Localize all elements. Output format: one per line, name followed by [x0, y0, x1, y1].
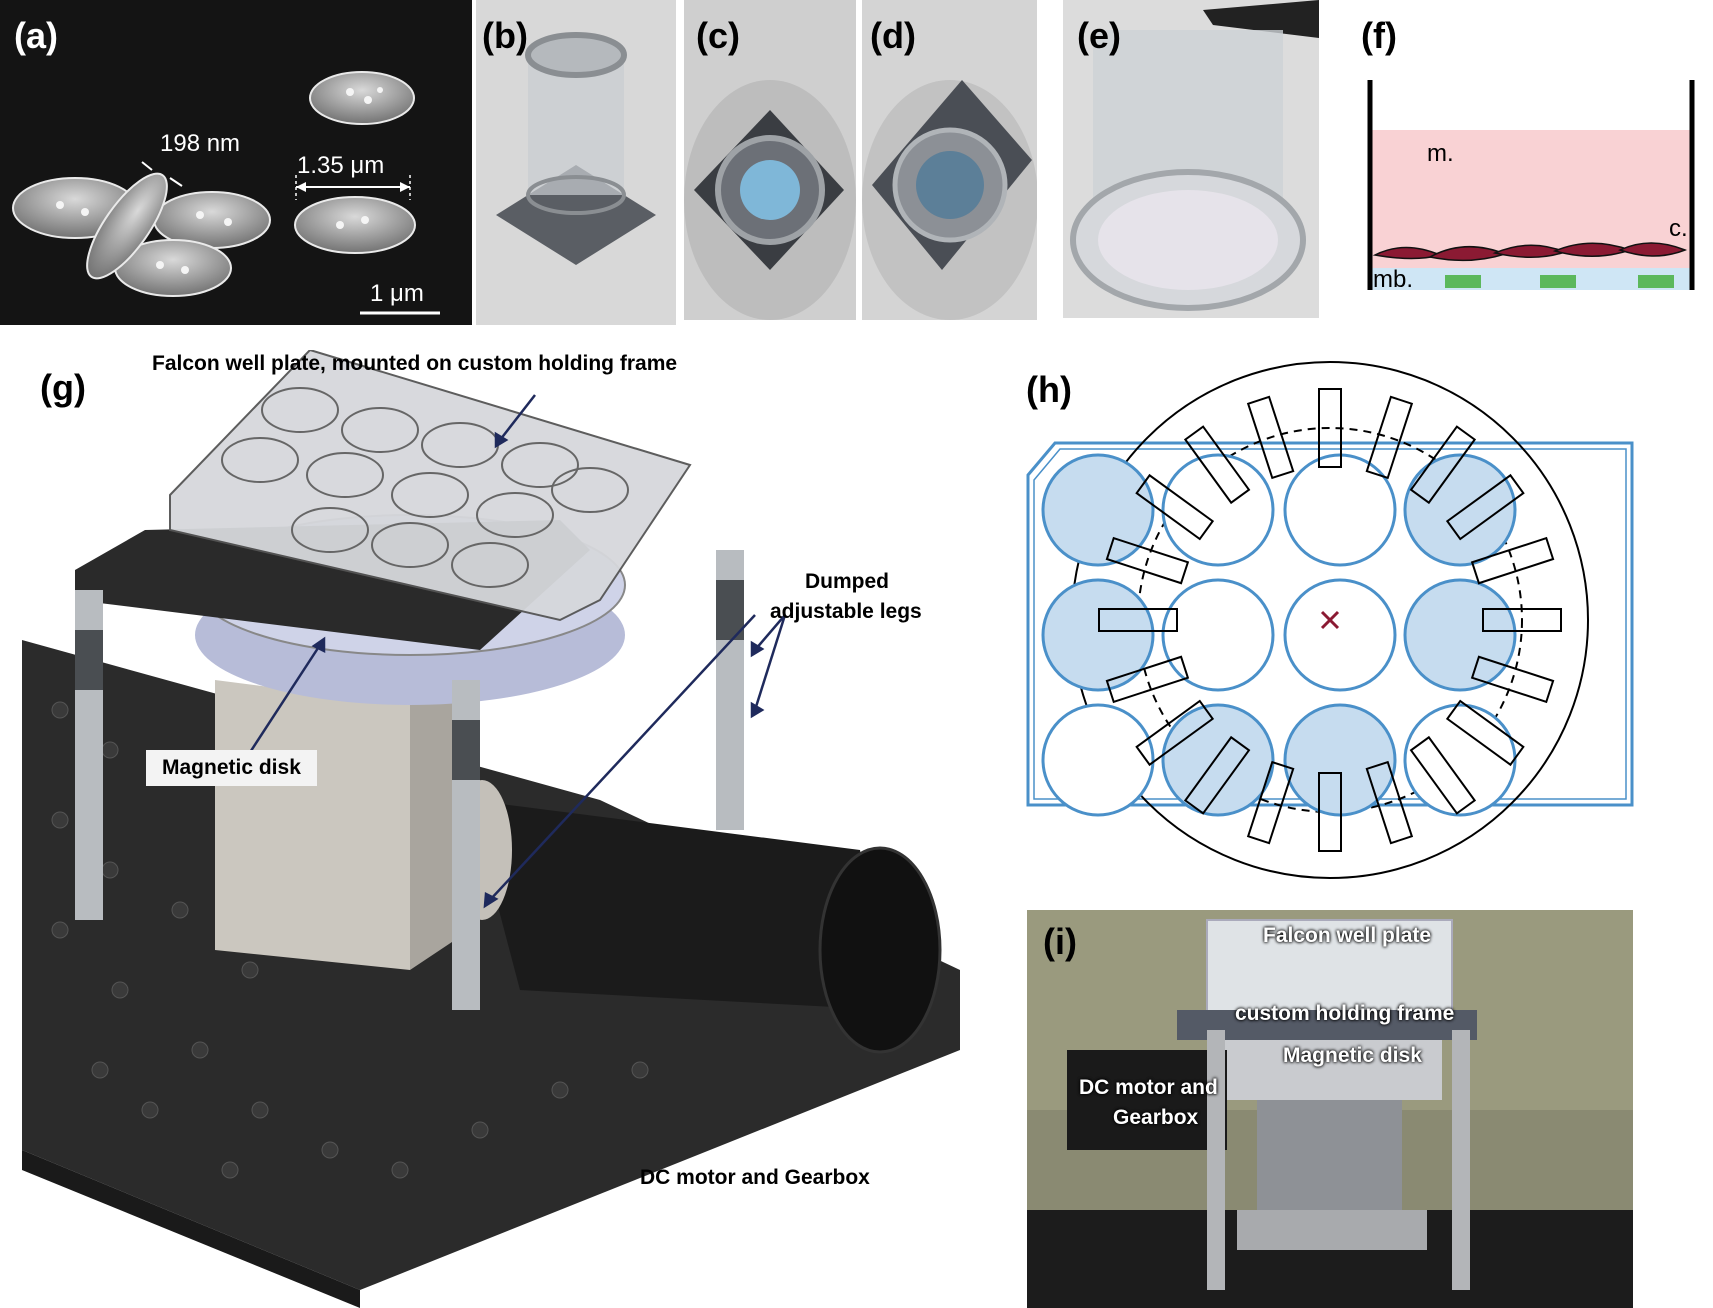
- photo-disk: [1217, 1040, 1442, 1100]
- plate-outline: [1026, 441, 1634, 807]
- photo-well-plate: [1206, 919, 1453, 1016]
- cad-assembly: [22, 350, 960, 1308]
- magnet-8: [1445, 699, 1525, 767]
- magnet-12: [1246, 760, 1295, 845]
- magnets: [1098, 388, 1562, 852]
- plate-caption: Falcon well plate, mounted on custom hol…: [152, 352, 678, 375]
- panel-a-label: (a): [14, 15, 58, 56]
- panel-c-photo: (c): [684, 0, 856, 320]
- membrane-label: mb.: [1373, 266, 1414, 293]
- petri-dish-sample-d: [862, 80, 1037, 320]
- gearbox: [215, 680, 410, 970]
- magnet-13: [1183, 735, 1251, 815]
- magnet-10: [1365, 760, 1414, 845]
- cells-label: c.: [1669, 215, 1688, 242]
- photo-motor-label-1: DC motor and: [1079, 1076, 1218, 1099]
- pattern-1: [1445, 275, 1481, 288]
- medium-label: m.: [1427, 140, 1454, 167]
- panel-d-label: (d): [870, 15, 916, 56]
- panel-f-label: (f): [1361, 15, 1397, 56]
- photo-frame: [1177, 1010, 1477, 1040]
- magnet-9: [1409, 735, 1477, 815]
- panel-g-cad-rendering: (g) Falcon well plate, mounted on custom…: [0, 350, 960, 1308]
- panel-h-label: (h): [1026, 369, 1072, 410]
- magnet-2: [1365, 395, 1414, 480]
- panel-a-sem-image: (a) 198 nm 1.35 μm 1 μm: [0, 0, 472, 325]
- setup-photo: [1027, 910, 1633, 1308]
- magnet-3: [1409, 425, 1477, 505]
- photo-gearbox: [1257, 1100, 1402, 1220]
- pattern-2: [1540, 275, 1576, 288]
- scalebar-label: 1 μm: [370, 280, 424, 307]
- magnet-14: [1135, 699, 1215, 767]
- legs-caption-line2: adjustable legs: [770, 600, 922, 623]
- disk-caption: Magnetic disk: [162, 756, 301, 779]
- magnet-1: [1318, 388, 1342, 468]
- magnet-18: [1135, 473, 1215, 541]
- disk-caption-box: Magnetic disk: [146, 750, 317, 786]
- magnet-17: [1105, 536, 1190, 585]
- panel-d-photo: (d): [862, 0, 1037, 320]
- panel-c-label: (c): [696, 15, 740, 56]
- pattern-3: [1638, 275, 1674, 288]
- sem-disks: [12, 71, 440, 315]
- tweezers-and-membrane: [1070, 0, 1319, 311]
- panel-b-label: (b): [482, 15, 528, 56]
- well-magnet-layout: [1026, 361, 1634, 879]
- photo-disk-label: Magnetic disk: [1283, 1044, 1422, 1067]
- petri-dish-sample-c: [684, 80, 856, 320]
- thickness-annotation: 198 nm: [160, 130, 241, 157]
- magnet-16: [1098, 608, 1178, 632]
- motor-caption: DC motor and Gearbox: [640, 1166, 870, 1189]
- diameter-annotation: 1.35 μm: [297, 152, 385, 179]
- well-plate: [169, 350, 692, 622]
- panel-i-label: (i): [1043, 921, 1077, 962]
- magnet-19: [1183, 425, 1251, 505]
- panel-e-label: (e): [1077, 15, 1121, 56]
- center-cross: [1320, 610, 1340, 630]
- glass-ring-on-wafer: [496, 32, 656, 265]
- dc-motor: [470, 800, 890, 1010]
- panel-e-photo: (e): [1063, 0, 1319, 318]
- panel-h-layout: (h): [1020, 350, 1713, 880]
- panel-i-photo: (i) Falcon well plate custom holding fra…: [1027, 910, 1633, 1308]
- magnet-5: [1470, 536, 1555, 585]
- photo-motor: [1067, 1050, 1227, 1150]
- medium-layer: [1370, 130, 1692, 290]
- magnet-20: [1246, 395, 1295, 480]
- photo-motor-label-2: Gearbox: [1113, 1106, 1199, 1129]
- cell-culture-schematic: [1367, 80, 1695, 290]
- panel-g-label: (g): [40, 367, 86, 408]
- magnet-6: [1482, 608, 1562, 632]
- magnet-4: [1445, 473, 1525, 541]
- magnet-7: [1470, 655, 1555, 704]
- magnet-11: [1318, 772, 1342, 852]
- photo-plate-label: Falcon well plate: [1263, 924, 1432, 947]
- legs-caption-line1: Dumped: [805, 570, 889, 593]
- cell-layer: [1372, 242, 1688, 262]
- panel-b-photo: (b): [476, 0, 676, 325]
- panel-f-schematic: (f) m. c. mb.: [1345, 0, 1713, 325]
- magnet-15: [1105, 655, 1190, 704]
- photo-frame-label: custom holding frame: [1235, 1002, 1455, 1025]
